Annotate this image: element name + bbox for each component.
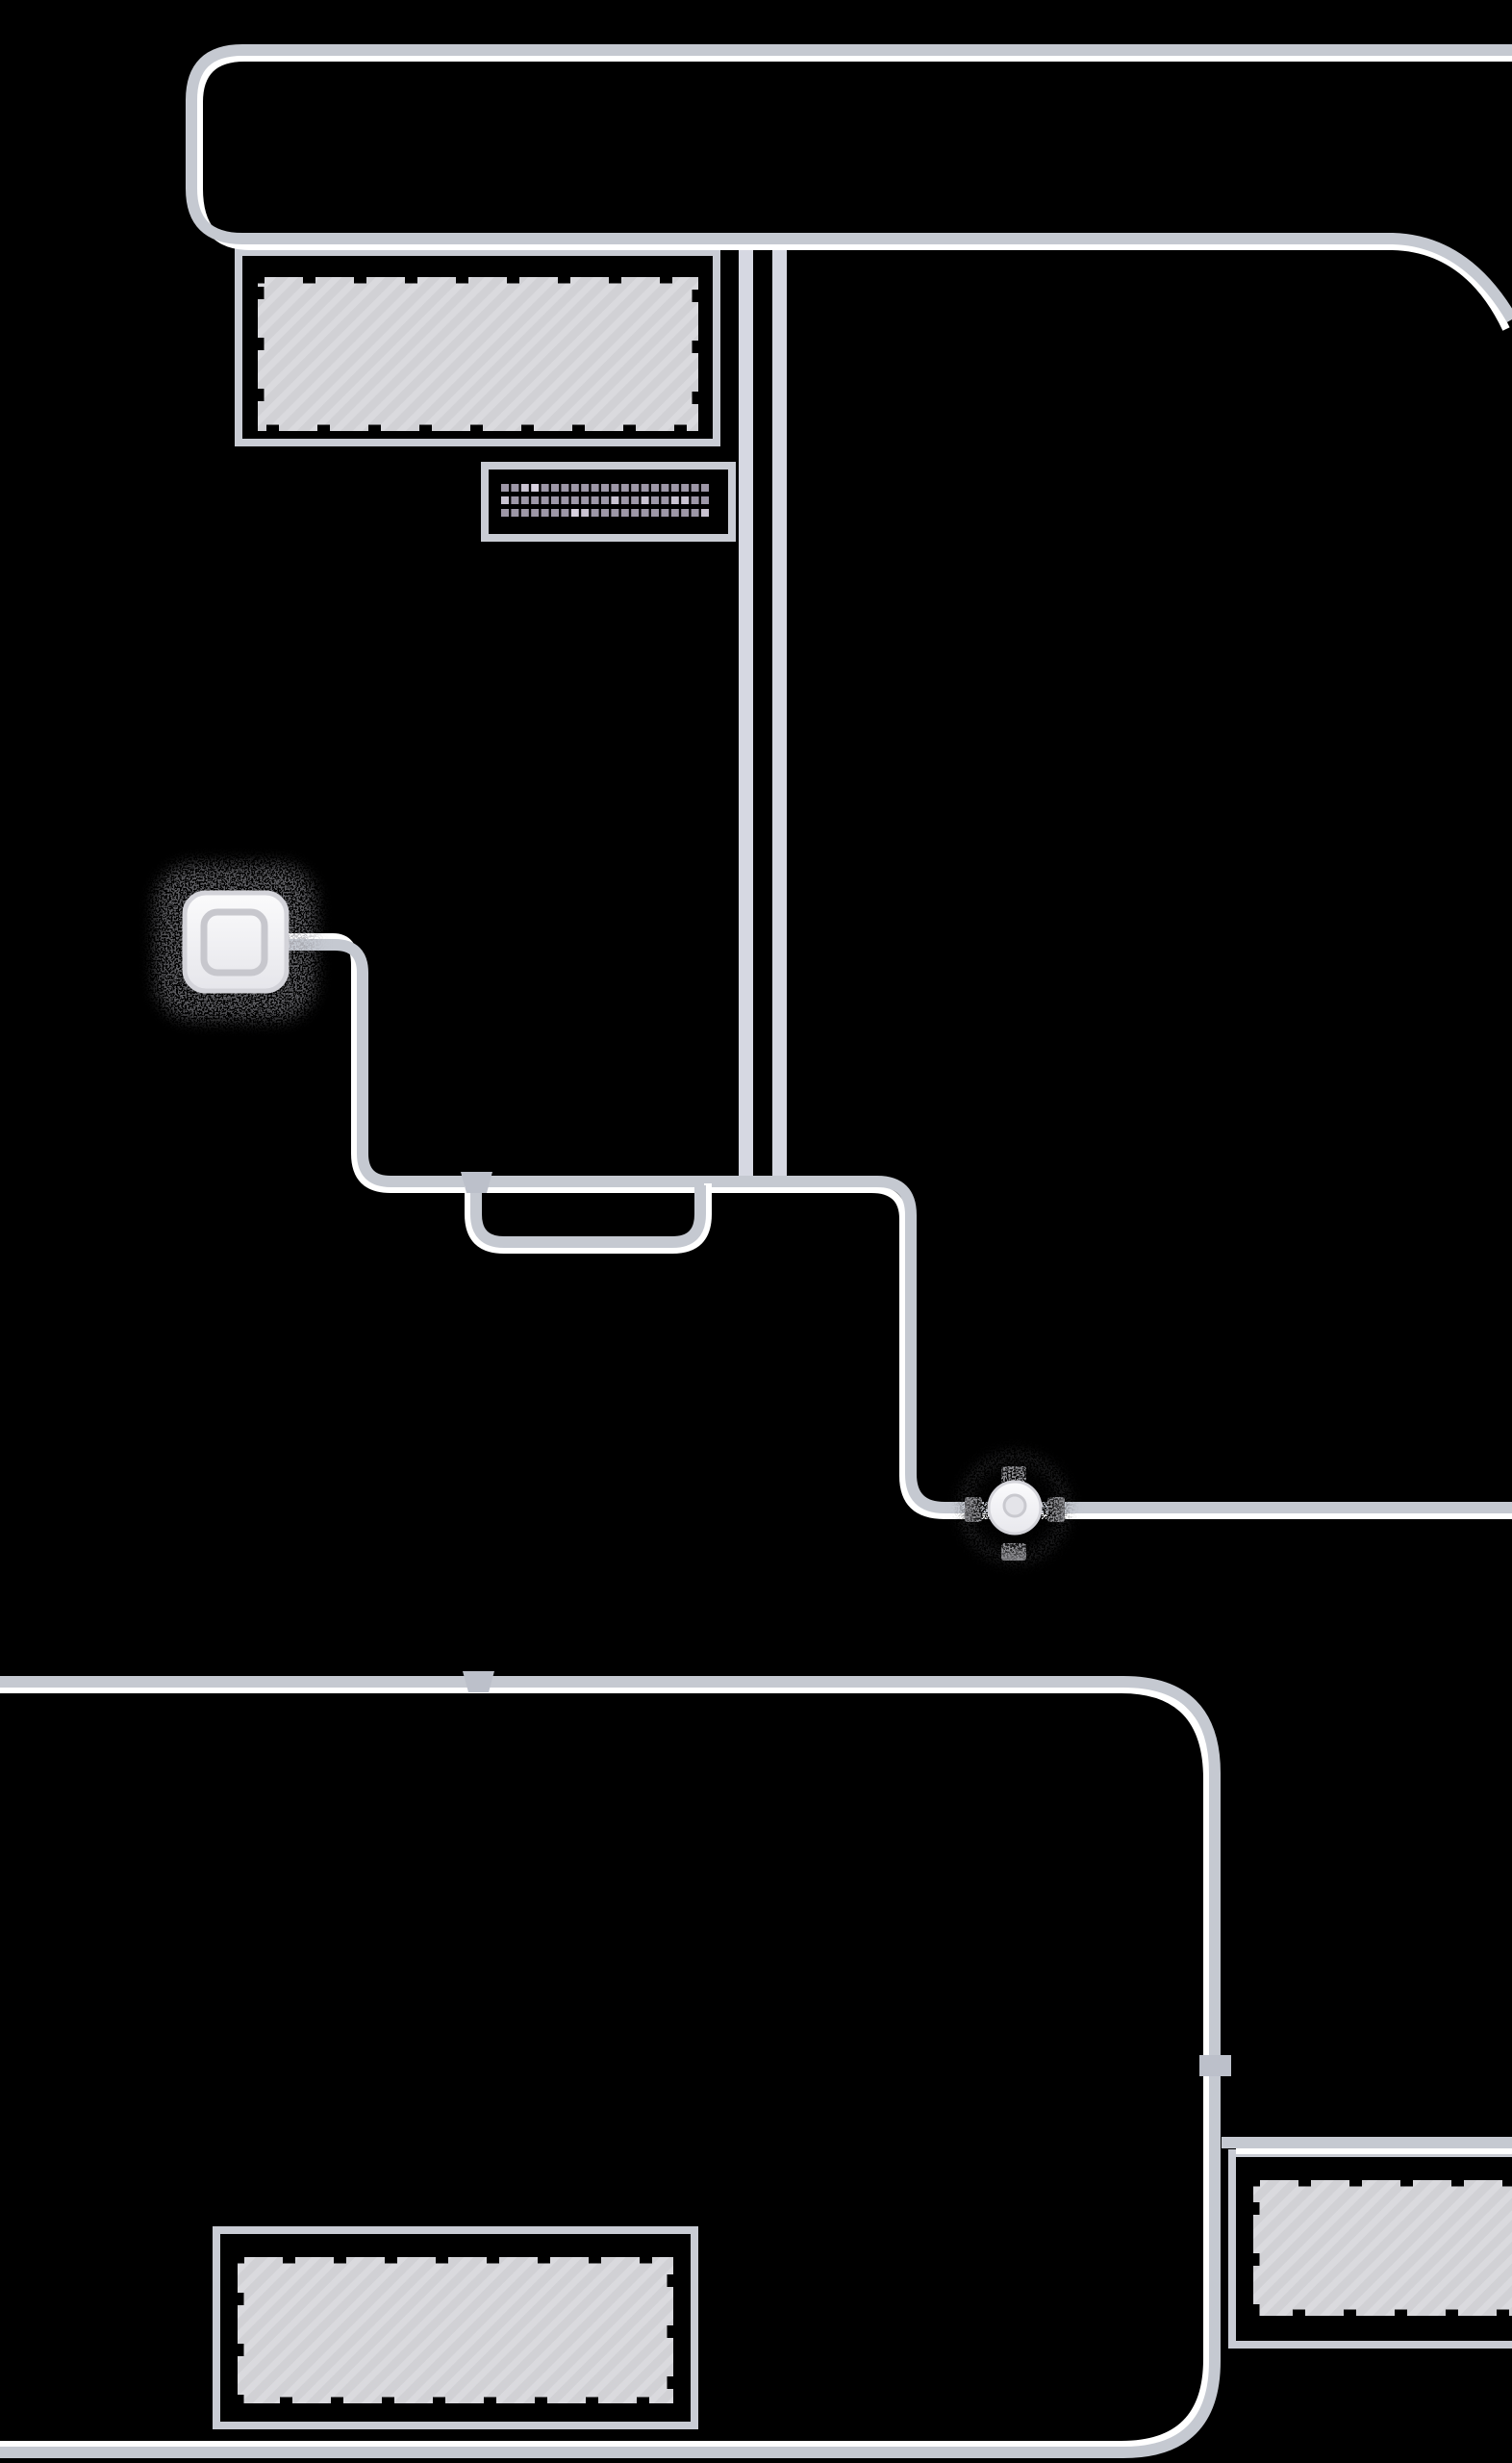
building-top-small-dot bbox=[670, 496, 679, 504]
building-top-large-outline bbox=[235, 248, 720, 446]
building-top-small-dot bbox=[691, 509, 699, 517]
building-top-small-dot bbox=[551, 484, 559, 492]
building-top-small-dot bbox=[501, 484, 509, 492]
building-top-large[interactable] bbox=[235, 248, 720, 446]
building-top-small-dot bbox=[501, 509, 509, 517]
building-top-small-dot bbox=[561, 496, 569, 504]
house-node-body[interactable] bbox=[182, 890, 290, 994]
building-top-small-dot bbox=[531, 496, 540, 504]
building-top-small-dot bbox=[591, 484, 599, 492]
top-loop-road[interactable] bbox=[186, 44, 1512, 323]
road-marker-1[interactable] bbox=[461, 1172, 492, 1193]
building-top-small-dot bbox=[611, 496, 619, 504]
building-top-small-dot bbox=[691, 496, 699, 504]
building-top-small-dot bbox=[601, 484, 609, 492]
road-marker-3[interactable] bbox=[1199, 2055, 1231, 2076]
building-top-small-dot bbox=[641, 509, 649, 517]
building-top-small-dot bbox=[601, 496, 609, 504]
building-top-small-dot bbox=[701, 496, 709, 504]
building-top-small-dot bbox=[501, 496, 509, 504]
building-top-small-dot bbox=[631, 496, 640, 504]
house-node-inner-outline bbox=[200, 908, 268, 977]
building-top-small-dot bbox=[601, 509, 609, 517]
building-top-small-dot bbox=[511, 484, 519, 492]
parallel-track-left[interactable] bbox=[739, 241, 753, 1187]
building-top-small-dot bbox=[620, 496, 629, 504]
building-top-small-dot bbox=[591, 509, 599, 517]
building-top-small-dot bbox=[620, 509, 629, 517]
building-top-small-dot bbox=[511, 509, 519, 517]
loop-road-highlight bbox=[465, 1183, 712, 1254]
building-top-small-dot bbox=[641, 484, 649, 492]
building-bottom-left-fill bbox=[238, 2257, 673, 2403]
building-top-small-dot bbox=[701, 484, 709, 492]
building-top-small-dot bbox=[681, 496, 690, 504]
building-top-small-dot bbox=[670, 509, 679, 517]
building-top-small-dot bbox=[620, 484, 629, 492]
building-top-small-dot bbox=[611, 484, 619, 492]
building-top-small-dot bbox=[570, 484, 579, 492]
building-bottom-left-notched-border bbox=[231, 2250, 680, 2410]
building-top-small-dot bbox=[681, 484, 690, 492]
building-top-small-outline bbox=[481, 462, 736, 542]
building-top-small-dot bbox=[541, 484, 549, 492]
building-top-small-dot bbox=[570, 509, 579, 517]
building-top-small-dot bbox=[691, 484, 699, 492]
building-bottom-left-outline bbox=[213, 2226, 698, 2429]
roundabout-node[interactable] bbox=[961, 1454, 1069, 1562]
building-top-small-dot bbox=[611, 509, 619, 517]
building-top-small-dot bbox=[511, 496, 519, 504]
building-bottom-left[interactable] bbox=[213, 2226, 698, 2429]
building-top-large-fill bbox=[258, 277, 698, 431]
building-top-small-dot bbox=[641, 496, 649, 504]
building-top-small-dot bbox=[520, 509, 529, 517]
building-top-small-dot bbox=[661, 496, 669, 504]
building-bottom-right-fill bbox=[1253, 2180, 1512, 2316]
building-top-small-dot bbox=[520, 484, 529, 492]
building-top-small-dot bbox=[631, 509, 640, 517]
building-top-small-dot bbox=[561, 484, 569, 492]
building-top-small-dot bbox=[541, 509, 549, 517]
building-top-small-dot bbox=[661, 484, 669, 492]
building-bottom-right-notched-border bbox=[1247, 2173, 1512, 2323]
building-top-small-dot bbox=[651, 496, 659, 504]
building-top-small-dot bbox=[670, 484, 679, 492]
building-top-small-dot bbox=[561, 509, 569, 517]
building-top-small[interactable] bbox=[481, 462, 736, 542]
building-top-small-dot bbox=[541, 496, 549, 504]
building-top-small-dot bbox=[570, 496, 579, 504]
building-top-small-dot bbox=[581, 509, 590, 517]
building-top-small-dot bbox=[681, 509, 690, 517]
loop-road[interactable] bbox=[470, 1185, 706, 1248]
building-top-small-dot bbox=[581, 484, 590, 492]
building-top-small-dot bbox=[551, 496, 559, 504]
building-top-small-dot bbox=[531, 509, 540, 517]
building-bottom-right[interactable] bbox=[1228, 2149, 1512, 2349]
roundabout-node-inner-ring bbox=[1002, 1493, 1027, 1518]
building-top-small-dot bbox=[701, 509, 709, 517]
building-top-small-dot bbox=[631, 484, 640, 492]
building-top-small-dot bbox=[551, 509, 559, 517]
building-top-small-dot bbox=[531, 484, 540, 492]
building-top-small-dot bbox=[651, 509, 659, 517]
building-top-large-notched-border bbox=[251, 270, 705, 438]
building-top-small-dot bbox=[520, 496, 529, 504]
building-top-small-dot bbox=[591, 496, 599, 504]
parallel-track-right[interactable] bbox=[772, 241, 787, 1187]
house-to-node-road[interactable] bbox=[287, 939, 1512, 1513]
building-top-small-dot bbox=[581, 496, 590, 504]
road-marker-2[interactable] bbox=[463, 1671, 494, 1692]
building-top-small-dot bbox=[661, 509, 669, 517]
building-top-small-dot bbox=[651, 484, 659, 492]
house-node[interactable] bbox=[156, 864, 315, 1020]
